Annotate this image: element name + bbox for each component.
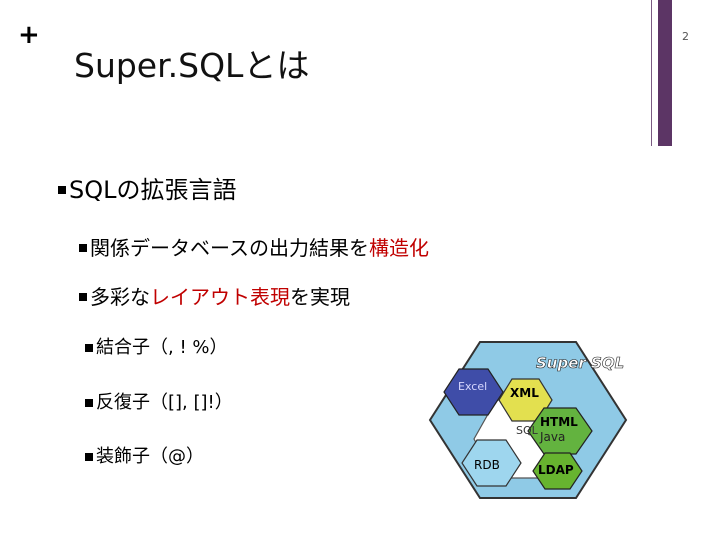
bullet-highlight: レイアウト表現	[150, 285, 290, 309]
bullet-repeater: 反復子（[], []!）	[85, 392, 233, 414]
bullet-square-icon	[85, 343, 93, 352]
bullet-layout: 多彩な レイアウト表現 を実現	[79, 285, 350, 309]
bullet-text: 関係データベースの出力結果を	[90, 236, 369, 260]
super-sql-label: Super SQL	[536, 354, 624, 372]
bullet-connector: 結合子（, ! %）	[85, 337, 227, 359]
supersql-diagram: Super SQL Excel XML SQL HTML Java RDB LD…	[428, 340, 628, 502]
bullet-text: SQLの拡張言語	[69, 176, 237, 204]
bullet-text: 装飾子（@）	[96, 446, 204, 467]
bullet-square-icon	[85, 398, 93, 407]
ldap-hexagon	[532, 452, 583, 490]
bullet-highlight: 構造化	[369, 236, 429, 260]
excel-label: Excel	[458, 380, 487, 393]
html-label: HTML	[540, 415, 578, 429]
xml-label: XML	[510, 386, 539, 400]
excel-hexagon	[443, 368, 504, 416]
bullet-square-icon	[85, 452, 93, 461]
page-title: Super.SQLとは	[74, 46, 310, 85]
bullet-square-icon	[79, 293, 87, 301]
bullet-text-suffix: を実現	[290, 285, 350, 309]
bullet-text: 反復子（[], []!）	[96, 392, 233, 413]
bullet-text: 結合子（, ! %）	[96, 337, 228, 358]
rdb-label: RDB	[474, 458, 500, 472]
slide-number: 2	[682, 30, 689, 43]
divider-line	[651, 0, 652, 146]
bullet-text: 多彩な	[90, 285, 150, 309]
rdb-hexagon	[461, 439, 522, 487]
diagram-svg: Super SQL Excel XML SQL HTML Java RDB LD…	[428, 341, 628, 499]
bullet-decorator: 装飾子（@）	[85, 446, 204, 468]
sql-label: SQL	[516, 424, 539, 437]
bullet-square-icon	[58, 186, 66, 195]
java-label: Java	[539, 430, 565, 444]
ldap-label: LDAP	[538, 463, 574, 477]
accent-bar	[658, 0, 672, 146]
bullet-structuring: 関係データベースの出力結果を 構造化	[79, 236, 429, 260]
bullet-sql-extension: SQLの拡張言語	[58, 176, 237, 205]
bullet-square-icon	[79, 244, 87, 252]
plus-mark: +	[18, 20, 40, 50]
html-hexagon	[527, 407, 593, 455]
